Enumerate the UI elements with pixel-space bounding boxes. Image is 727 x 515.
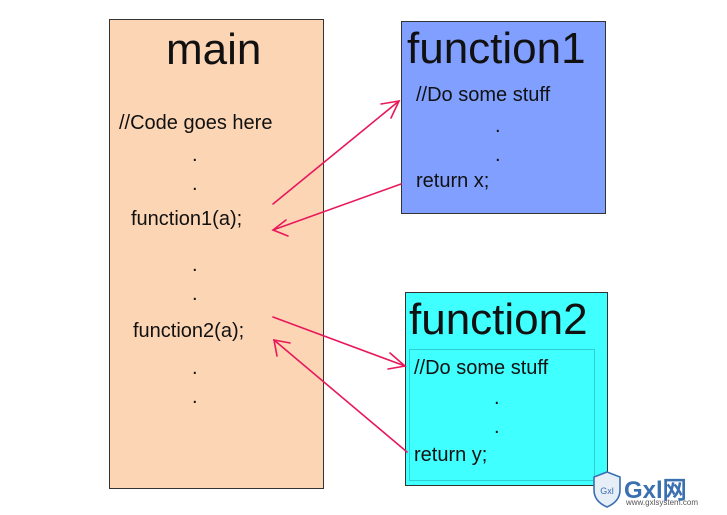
main-dot: . xyxy=(192,144,198,166)
function2-dot: . xyxy=(494,416,500,438)
main-dot: . xyxy=(192,386,198,408)
arrow-return-function1 xyxy=(272,183,402,231)
function2-title: function2 xyxy=(409,295,588,344)
arrow-call-function1 xyxy=(272,100,400,205)
main-dot: . xyxy=(192,283,198,305)
function1-dot: . xyxy=(495,115,501,137)
function1-title: function1 xyxy=(407,24,586,73)
svg-text:Gxl: Gxl xyxy=(600,486,614,496)
main-box xyxy=(109,19,324,489)
arrowhead-call-function1 xyxy=(380,99,401,119)
main-code-comment: //Code goes here xyxy=(119,112,273,134)
arrow-return-function2 xyxy=(273,339,408,453)
main-call-function1: function1(a); xyxy=(131,208,243,230)
watermark-brand: Gxl网 xyxy=(624,477,687,504)
main-dot: . xyxy=(192,357,198,379)
function2-dot: . xyxy=(494,387,500,409)
function1-dot: . xyxy=(495,144,501,166)
main-dot: . xyxy=(192,254,198,276)
arrowhead-return-function1 xyxy=(271,219,289,237)
main-dot: . xyxy=(192,173,198,195)
watermark-site: www.gxlsystem.com xyxy=(626,498,699,507)
function1-return: return x; xyxy=(416,170,490,192)
arrow-call-function2 xyxy=(272,316,406,367)
function2-body-frame xyxy=(409,349,595,481)
watermark-logo: Gxl Gxl网 www.gxlsystem.com xyxy=(590,468,720,512)
shield-icon: Gxl xyxy=(593,471,621,508)
function2-return: return y; xyxy=(414,444,488,466)
function1-box xyxy=(401,21,606,214)
function2-comment: //Do some stuff xyxy=(414,357,549,379)
function2-box xyxy=(405,292,608,486)
function1-comment: //Do some stuff xyxy=(416,84,551,106)
arrowhead-call-function2 xyxy=(387,352,407,370)
main-call-function2: function2(a); xyxy=(133,320,245,342)
arrowhead-return-function2 xyxy=(272,338,291,357)
main-title: main xyxy=(166,25,262,74)
